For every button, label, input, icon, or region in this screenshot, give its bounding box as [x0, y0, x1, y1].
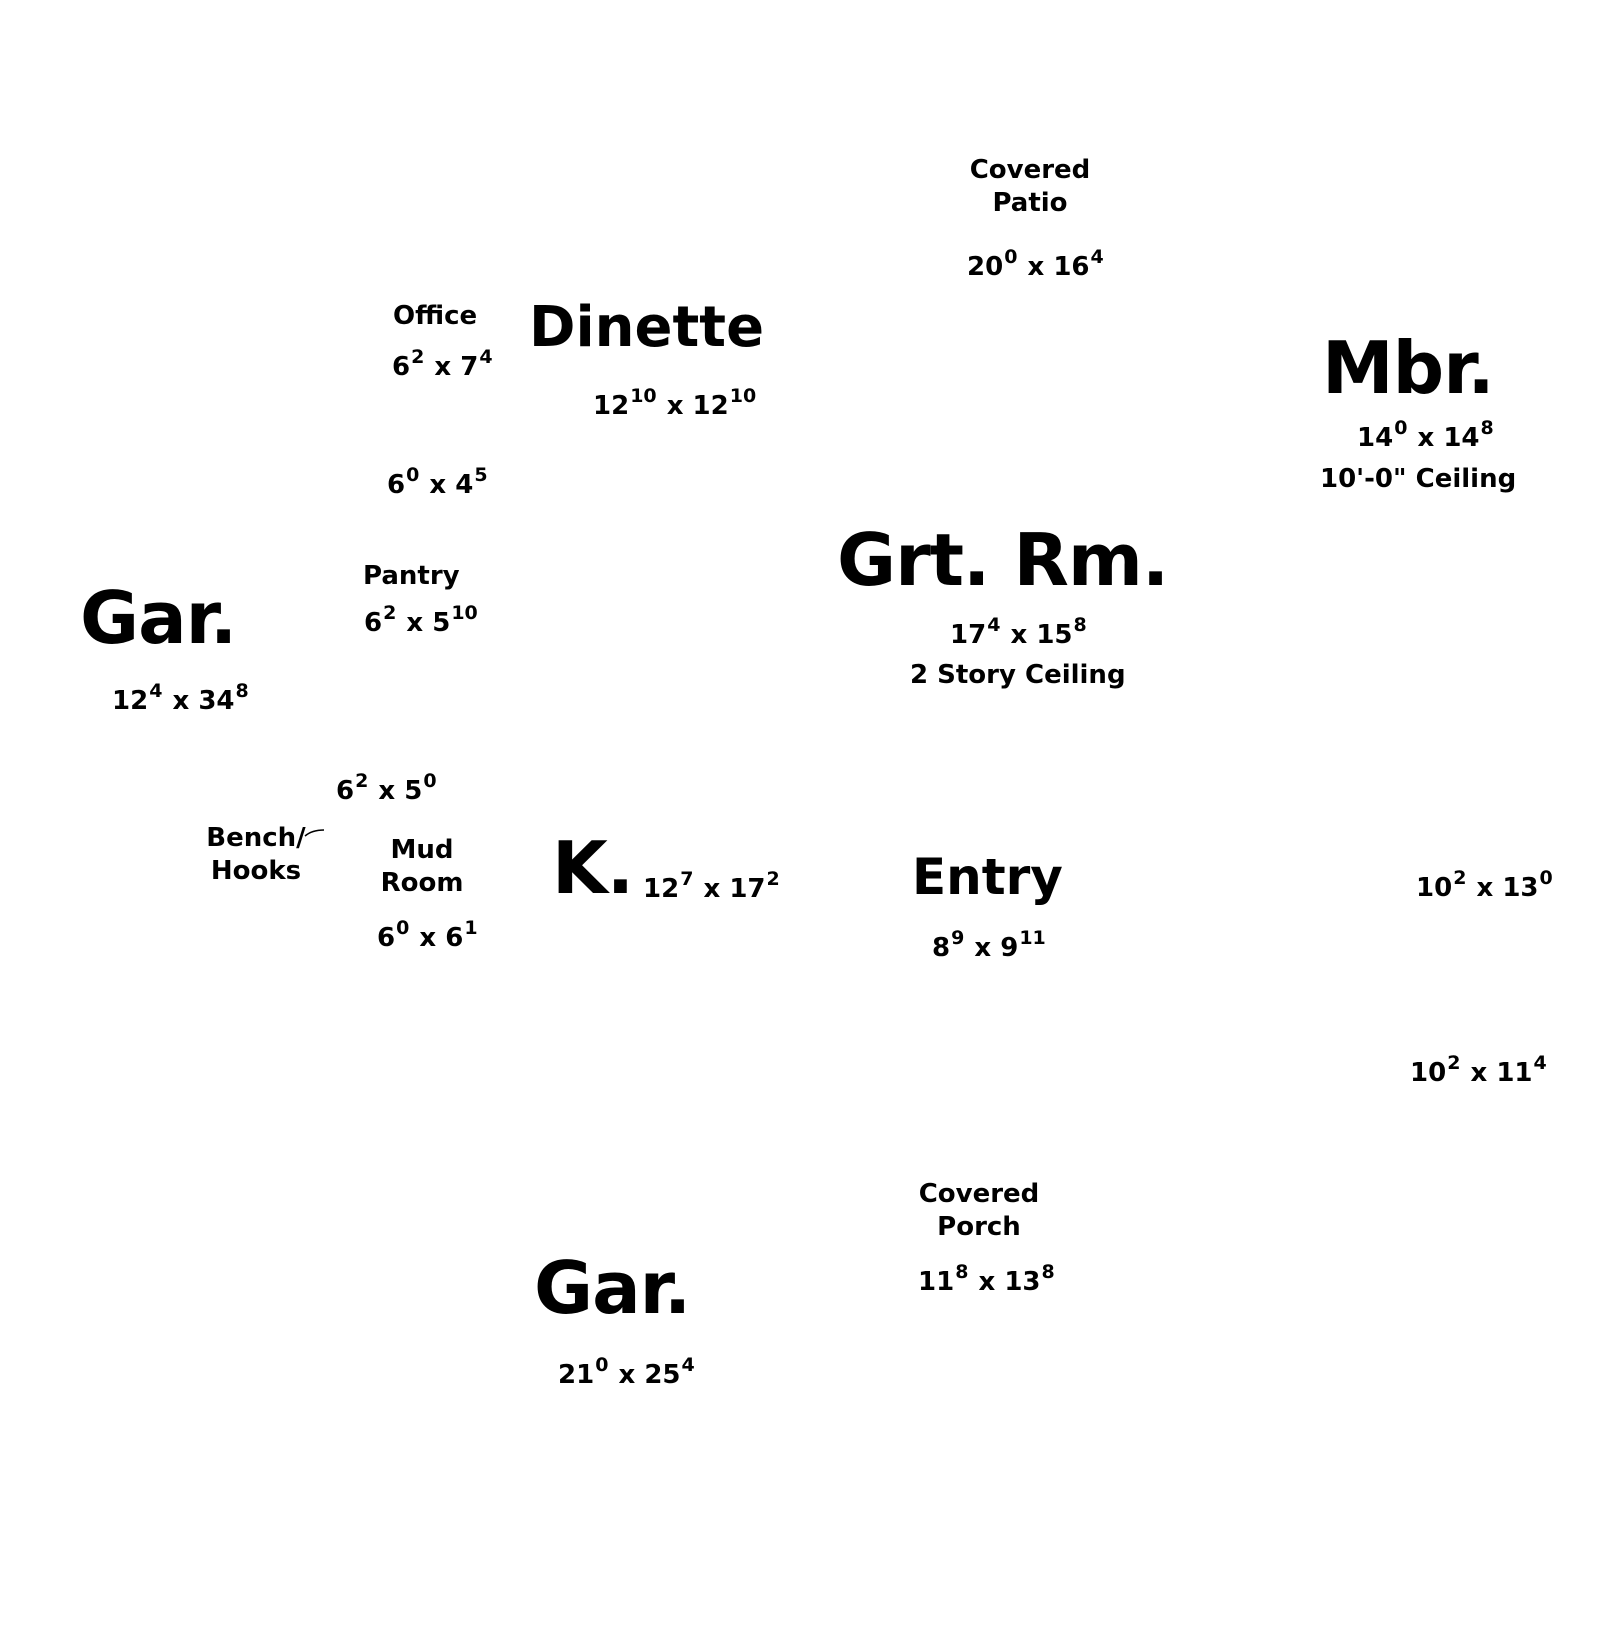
closet-a-dimensions: 60 x 45 [387, 464, 488, 500]
kitchen-dimensions: 127 x 172 [643, 868, 780, 904]
garage-side-label: Gar. [80, 576, 237, 660]
covered-porch-line2: Porch [937, 1212, 1021, 1242]
dinette-dimensions: 1210 x 1210 [593, 385, 757, 421]
bench-hooks-line1: Bench/ [206, 823, 306, 853]
office-dimensions: 62 x 74 [392, 346, 493, 382]
office-label: Office [393, 301, 478, 331]
bedroom-a-dimensions: 102 x 130 [1416, 867, 1553, 903]
bench-hooks-line2: Hooks [210, 856, 302, 886]
great-room-ceiling-note: 2 Story Ceiling [910, 660, 1126, 690]
mud-room-line2: Room [380, 868, 464, 898]
covered-patio-line1: Covered [969, 155, 1091, 185]
bench-leader-line [304, 829, 325, 837]
covered-porch-line1: Covered [918, 1179, 1040, 1209]
mud-room-line1: Mud [390, 835, 454, 865]
mud-room-dimensions: 60 x 61 [377, 917, 478, 953]
bedroom-b-dimensions: 102 x 114 [1410, 1052, 1547, 1088]
pantry-label: Pantry [363, 561, 460, 591]
covered-patio-dimensions: 200 x 164 [967, 246, 1104, 282]
garage-side-dimensions: 124 x 348 [112, 680, 249, 716]
bench-hooks-label: Bench/ Hooks [196, 822, 316, 888]
mbr-label: Mbr. [1322, 326, 1495, 410]
garage-front-dimensions: 210 x 254 [558, 1354, 695, 1390]
pantry-dimensions: 62 x 510 [364, 602, 478, 638]
kitchen-label: K. [552, 826, 634, 910]
entry-dimensions: 89 x 911 [932, 927, 1046, 963]
dinette-label: Dinette [529, 295, 765, 360]
covered-patio-line2: Patio [992, 188, 1068, 218]
mbr-dimensions: 140 x 148 [1357, 417, 1494, 453]
mbr-ceiling-note: 10'-0" Ceiling [1320, 464, 1517, 494]
covered-porch-dimensions: 118 x 138 [918, 1261, 1055, 1297]
great-room-dimensions: 174 x 158 [950, 614, 1087, 650]
great-room-label: Grt. Rm. [837, 518, 1169, 602]
entry-label: Entry [912, 848, 1063, 906]
covered-patio-label: Covered Patio [950, 154, 1110, 220]
garage-front-label: Gar. [534, 1246, 691, 1330]
mud-room-label: Mud Room [370, 834, 474, 900]
closet-b-dimensions: 62 x 50 [336, 770, 437, 806]
covered-porch-label: Covered Porch [899, 1178, 1059, 1244]
